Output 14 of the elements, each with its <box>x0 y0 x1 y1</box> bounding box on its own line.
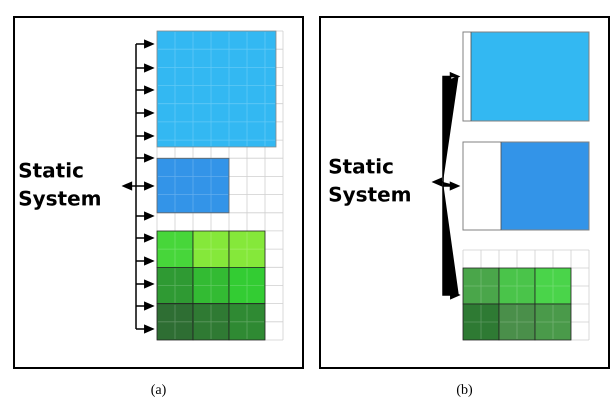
arrow <box>122 39 154 334</box>
panel-frame <box>319 16 610 369</box>
grid-drawing <box>156 30 284 340</box>
panel-frame <box>13 16 304 369</box>
filled-block <box>462 142 590 230</box>
arrow <box>442 72 460 183</box>
filled-block <box>462 32 590 122</box>
arrow <box>442 181 460 300</box>
grid-drawing <box>462 250 590 340</box>
system-label: Static System <box>20 162 100 210</box>
panel-caption: (b) <box>456 384 472 397</box>
arrow <box>432 177 444 186</box>
system-label: Static System <box>330 158 410 206</box>
panel-caption: (a) <box>151 384 166 397</box>
